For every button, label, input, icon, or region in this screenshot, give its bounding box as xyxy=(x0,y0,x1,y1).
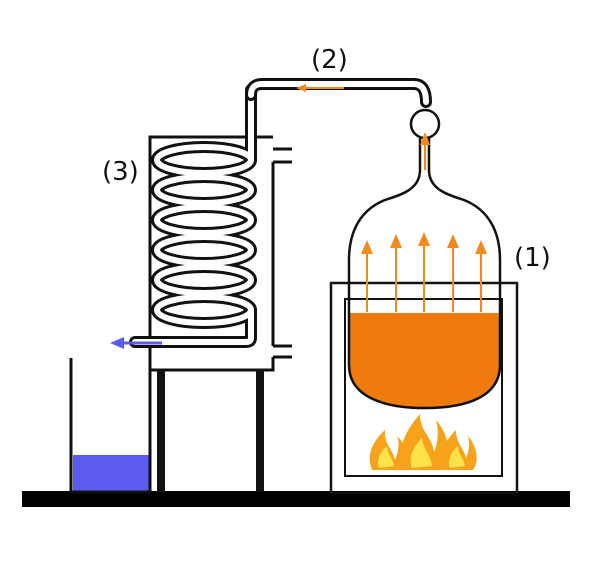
arrow-up-icon xyxy=(475,240,487,312)
arrow-up-icon xyxy=(361,240,373,312)
flame-icon xyxy=(440,430,477,470)
condenser-leg-left xyxy=(157,370,165,492)
ground-bar xyxy=(22,491,570,507)
label-condenser: (3) xyxy=(102,157,139,187)
collection-beaker xyxy=(69,358,152,494)
label-boiler: (1) xyxy=(514,243,551,273)
boiling-flask xyxy=(347,108,502,410)
arrow-up-icon xyxy=(418,232,430,312)
condenser-coil xyxy=(129,84,257,348)
distillate-liquid xyxy=(73,455,149,492)
condenser-leg-right xyxy=(256,370,264,492)
label-vapor-pipe: (2) xyxy=(311,45,348,75)
arrow-up-icon xyxy=(420,132,430,170)
flame-icon xyxy=(369,430,408,470)
condenser xyxy=(148,135,292,372)
arrow-left-icon xyxy=(110,337,162,349)
arrow-up-icon xyxy=(390,234,402,312)
vapor-pipe xyxy=(245,78,432,108)
boiling-liquid xyxy=(349,313,500,408)
arrow-left-icon xyxy=(296,84,344,92)
arrow-up-icon xyxy=(447,234,459,312)
flame-icon xyxy=(400,414,449,470)
